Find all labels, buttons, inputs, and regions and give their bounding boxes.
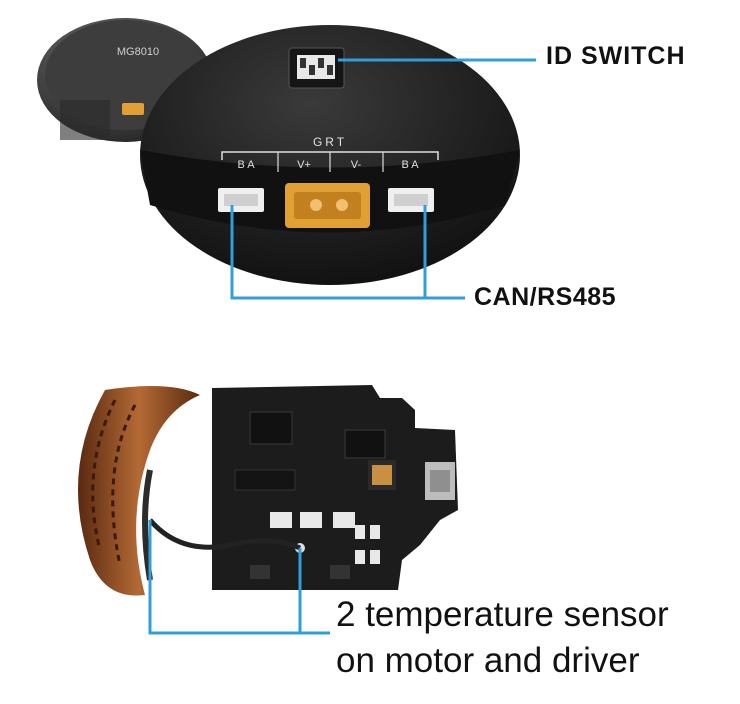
leader-lines-top — [230, 58, 536, 300]
driver-pcb — [148, 385, 458, 590]
motor-model-text: MG8010 — [117, 46, 159, 58]
temperature-label-line2: on motor and driver — [336, 641, 640, 680]
motor-connector-panel: GRT B A V+ V- B A — [140, 25, 520, 285]
temperature-sensor-label: 2 temperature sensor on motor and driver — [336, 592, 669, 684]
motor-stator-coil — [78, 386, 200, 596]
pin-label-vplus: V+ — [297, 159, 311, 171]
leader-lines-bottom — [148, 520, 330, 635]
id-switch-label: ID SWITCH — [546, 42, 686, 70]
pin-label-ba-left: B A — [237, 159, 255, 171]
pin-label-ba-right: B A — [401, 159, 419, 171]
can-rs485-label: CAN/RS485 — [474, 283, 617, 311]
temperature-label-line1: 2 temperature sensor — [336, 595, 669, 634]
pin-label-vminus: V- — [351, 159, 362, 171]
grt-text: GRT — [313, 135, 347, 149]
